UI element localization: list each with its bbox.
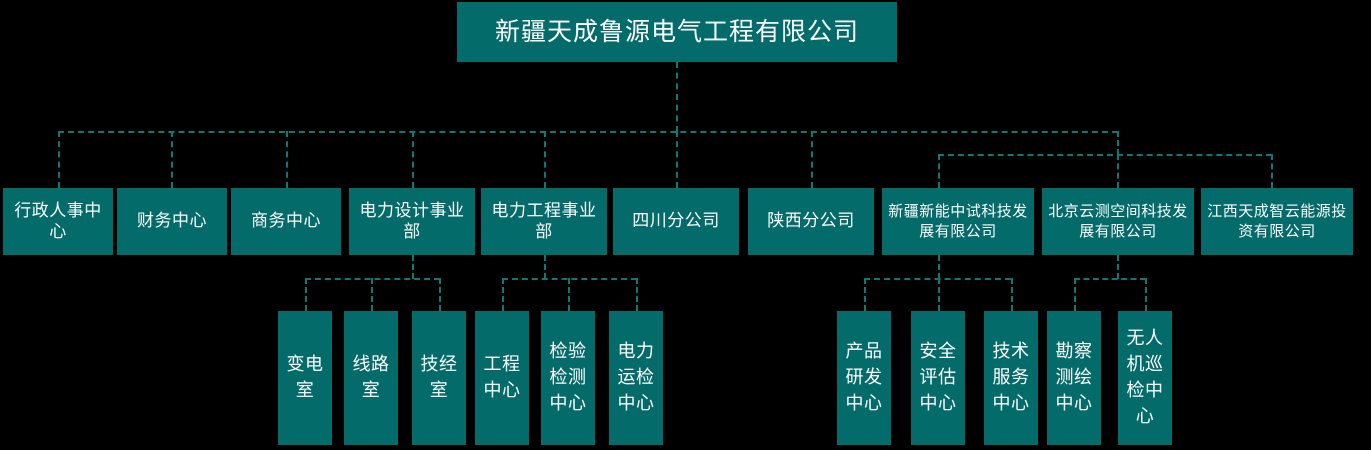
node-tech-economics-office[interactable]: 技经室 [412,311,466,445]
node-xinjiang-xinneng[interactable]: 新疆新能中试科技发展有限公司 [882,188,1034,255]
connector-drop-sichuan-branch [676,131,678,188]
connector-drop-shaanxi-branch [811,131,813,188]
node-tech-service-center-label: 技术服务中心 [992,340,1030,415]
node-power-design-div-label: 电力设计事业部 [359,201,465,242]
connector-stem-xinjiang-xinneng [938,255,940,279]
node-product-rd-center[interactable]: 产品研发中心 [837,311,891,445]
connector-bus-xinjiang-xinneng [864,278,1011,280]
node-uav-inspection-center[interactable]: 无人机巡检中心 [1118,311,1172,445]
node-power-engineering-div-label: 电力工程事业部 [491,201,597,242]
node-power-om-center-label: 电力运检中心 [617,340,655,415]
node-line-office[interactable]: 线路室 [344,311,398,445]
connector-main-bus [58,131,1118,133]
connector-drop-inspection-testing-center [568,278,570,311]
connector-drop-finance-center [171,131,173,188]
connector-drop-survey-mapping-center [1074,278,1076,311]
node-shaanxi-branch-label: 陕西分公司 [767,211,855,232]
connector-drop-tech-service-center [1011,278,1013,311]
connector-drop-admin-hr-center [58,131,60,188]
connector-root-stem [676,62,678,132]
connector-stem-power-engineering-div [544,255,546,279]
node-survey-mapping-center[interactable]: 勘察测绘中心 [1047,311,1101,445]
node-inspection-testing-center-label: 检验检测中心 [549,340,587,415]
connector-drop-uav-inspection-center [1145,278,1147,311]
connector-drop-power-engineering-div [544,131,546,188]
connector-drop-beijing-yunce [1117,154,1119,188]
node-sichuan-branch[interactable]: 四川分公司 [613,188,739,255]
connector-stem-beijing-yunce [1117,255,1119,279]
node-power-design-div[interactable]: 电力设计事业部 [349,188,475,255]
node-finance-center-label: 财务中心 [137,211,207,232]
node-tech-service-center[interactable]: 技术服务中心 [984,311,1038,445]
node-sichuan-branch-label: 四川分公司 [632,211,720,232]
connector-drop-tech-economics-office [439,278,441,311]
connector-drop-safety-assessment-center [938,278,940,311]
connector-drop-power-om-center [636,278,638,311]
node-substation-office[interactable]: 变电室 [278,311,332,445]
connector-drop-jiangxi-tiancheng [1271,154,1273,188]
node-safety-assessment-center-label: 安全评估中心 [919,340,957,415]
node-inspection-testing-center[interactable]: 检验检测中心 [541,311,595,445]
connector-drop-xinjiang-xinneng [938,154,940,188]
node-substation-office-label: 变电室 [286,353,324,401]
connector-bus-beijing-yunce [1074,278,1146,280]
node-line-office-label: 线路室 [352,353,390,401]
node-tech-economics-office-label: 技经室 [420,353,458,401]
node-survey-mapping-center-label: 勘察测绘中心 [1055,340,1093,415]
node-business-center-label: 商务中心 [251,211,321,232]
node-beijing-yunce-label: 北京云测空间科技发展有限公司 [1048,202,1188,240]
node-shaanxi-branch[interactable]: 陕西分公司 [748,188,874,255]
connector-subsidiary-stem [1117,131,1119,155]
node-root-label: 新疆天成鲁源电气工程有限公司 [494,17,859,47]
connector-drop-power-design-div [412,131,414,188]
node-xinjiang-xinneng-label: 新疆新能中试科技发展有限公司 [888,202,1028,240]
connector-drop-line-office [371,278,373,311]
node-safety-assessment-center[interactable]: 安全评估中心 [911,311,965,445]
connector-drop-product-rd-center [864,278,866,311]
connector-drop-business-center [286,131,288,188]
node-admin-hr-center-label: 行政人事中心 [14,201,102,242]
node-finance-center[interactable]: 财务中心 [117,188,227,255]
node-beijing-yunce[interactable]: 北京云测空间科技发展有限公司 [1042,188,1194,255]
node-root[interactable]: 新疆天成鲁源电气工程有限公司 [457,2,897,62]
node-power-engineering-div[interactable]: 电力工程事业部 [481,188,607,255]
node-admin-hr-center[interactable]: 行政人事中心 [3,188,113,255]
node-engineering-center[interactable]: 工程中心 [475,311,529,445]
connector-drop-engineering-center [502,278,504,311]
node-engineering-center-label: 工程中心 [483,353,521,401]
node-power-om-center[interactable]: 电力运检中心 [609,311,663,445]
connector-drop-substation-office [305,278,307,311]
node-product-rd-center-label: 产品研发中心 [845,340,883,415]
node-jiangxi-tiancheng-label: 江西天成智云能源投资有限公司 [1207,202,1347,240]
connector-subsidiary-bus [938,154,1272,156]
connector-stem-power-design-div [412,255,414,279]
node-uav-inspection-center-label: 无人机巡检中心 [1126,327,1164,428]
node-business-center[interactable]: 商务中心 [231,188,341,255]
node-jiangxi-tiancheng[interactable]: 江西天成智云能源投资有限公司 [1201,188,1353,255]
